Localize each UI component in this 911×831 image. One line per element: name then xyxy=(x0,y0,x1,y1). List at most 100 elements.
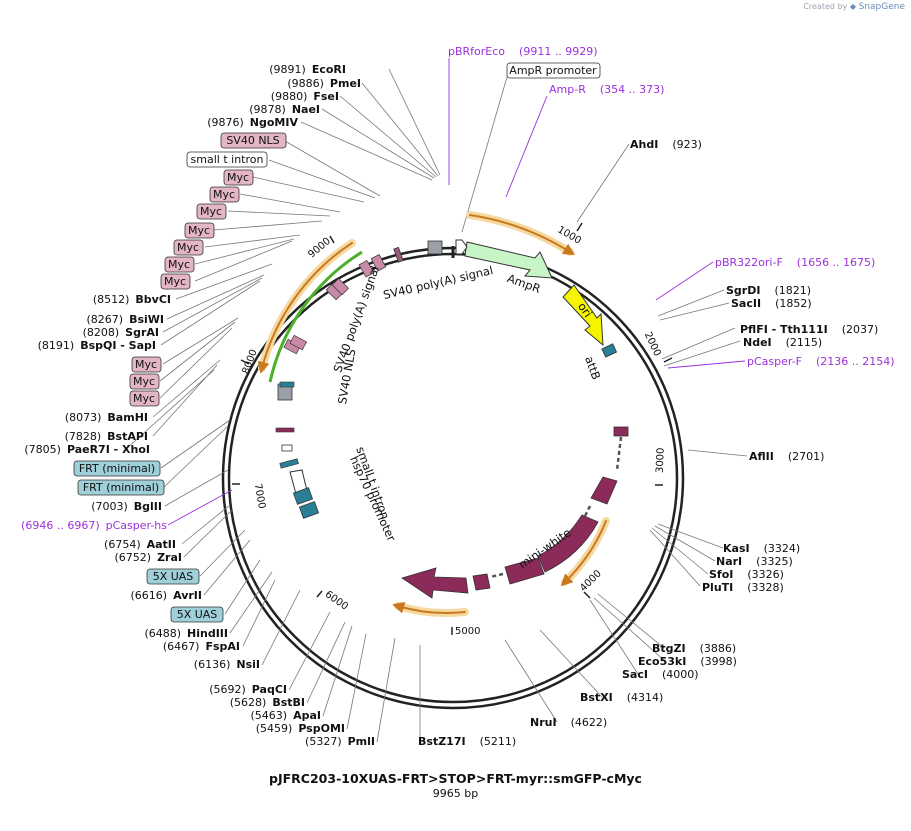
site-label: (9891)EcoRI xyxy=(269,63,346,76)
orf-arrows xyxy=(257,211,610,618)
box-myc: Myc xyxy=(223,169,254,186)
tick-label-6000: 6000 xyxy=(323,589,350,613)
ori-feature xyxy=(562,284,604,347)
feature-boxes: AmpR promoter SV40 NLS small t intron My… xyxy=(73,62,601,623)
site-label: (8191)BspQI - SapI xyxy=(38,339,156,352)
svg-text:Myc: Myc xyxy=(200,205,222,218)
box-small-t-intron: small t intron xyxy=(186,151,268,168)
site-label: (6488)HindIII xyxy=(144,627,228,640)
site-label: SacII(1852) xyxy=(731,297,812,310)
svg-text:Myc: Myc xyxy=(164,275,186,288)
site-label: (7805)PaeR7I - XhoI xyxy=(24,443,150,456)
box-frt-minimal: FRT (minimal) xyxy=(73,460,161,477)
primer-leaders xyxy=(167,58,746,526)
primer-pcasper-hs: (6946 .. 6967)pCasper-hs xyxy=(21,519,167,532)
leader-lines xyxy=(125,68,748,743)
tick-label-7000: 7000 xyxy=(252,483,267,510)
site-label: KasI(3324) xyxy=(723,542,800,555)
box-sv40-nls: SV40 NLS xyxy=(220,132,287,149)
site-label: (6136)NsiI xyxy=(194,658,260,671)
credit-brand: SnapGene xyxy=(858,2,905,12)
sv40-polya-top xyxy=(427,240,443,255)
site-label: (7003)BglII xyxy=(91,500,162,513)
ticks xyxy=(232,222,673,635)
plasmid-title: pJFRC203-10XUAS-FRT>STOP>FRT-myr::smGFP-… xyxy=(269,771,642,786)
tick-label-3000: 3000 xyxy=(655,447,667,473)
snapgene-logo-icon: ◆ xyxy=(849,2,857,11)
primer-pbrforeco: pBRforEco(9911 .. 9929) xyxy=(448,45,598,58)
site-label: (5463)ApaI xyxy=(251,709,321,722)
box-myc: Myc xyxy=(184,222,215,239)
site-label: (8208)SgrAI xyxy=(83,326,159,339)
site-label: (8512)BbvCI xyxy=(93,293,171,306)
svg-text:FRT (minimal): FRT (minimal) xyxy=(83,481,159,494)
site-label: Eco53kI(3998) xyxy=(638,655,737,668)
label-attb: attB xyxy=(582,354,603,381)
site-label: PluTI(3328) xyxy=(702,581,784,594)
site-label: PflFI - Tth111I(2037) xyxy=(740,323,878,336)
box-myc: Myc xyxy=(173,239,204,256)
restriction-site-labels: (9891)EcoRI (9886)PmeI (9880)FseI (9878)… xyxy=(24,63,878,748)
site-label: (8073)BamHI xyxy=(65,411,148,424)
mini-white-feature xyxy=(401,426,629,599)
primer-pbr322ori-f: pBR322ori-F(1656 .. 1675) xyxy=(715,256,875,269)
tick-label-4000: 4000 xyxy=(578,568,604,594)
site-label: (5628)BstBI xyxy=(230,696,305,709)
svg-text:small t intron: small t intron xyxy=(191,153,264,166)
credit: Created by ◆ SnapGene xyxy=(803,2,905,12)
site-label: BstZ17I(5211) xyxy=(418,735,516,748)
svg-text:Myc: Myc xyxy=(188,224,210,237)
site-label: SgrDI(1821) xyxy=(726,284,811,297)
site-label: (6467)FspAI xyxy=(163,640,240,653)
site-label: (5459)PspOMI xyxy=(256,722,345,735)
svg-text:FRT (minimal): FRT (minimal) xyxy=(79,462,155,475)
svg-text:Myc: Myc xyxy=(177,241,199,254)
box-myc: Myc xyxy=(160,273,191,290)
site-label: AhdI(923) xyxy=(630,138,702,151)
site-label: (7828)BstAPI xyxy=(65,430,148,443)
box-5x-uas: 5X UAS xyxy=(146,568,200,585)
svg-text:Myc: Myc xyxy=(213,188,235,201)
site-label: (6616)AvrII xyxy=(131,589,202,602)
site-label: (9876)NgoMIV xyxy=(207,116,298,129)
box-myc: Myc xyxy=(129,373,160,390)
box-myc: Myc xyxy=(196,203,227,220)
site-label: (5327)PmlI xyxy=(305,735,375,748)
svg-text:Myc: Myc xyxy=(135,358,157,371)
site-label: (9880)FseI xyxy=(271,90,339,103)
box-ampr-promoter: AmpR promoter xyxy=(506,62,601,79)
site-label: SfoI(3326) xyxy=(709,568,784,581)
site-label: NarI(3325) xyxy=(716,555,793,568)
svg-text:5X UAS: 5X UAS xyxy=(153,570,194,583)
site-label: (6754)AatII xyxy=(104,538,176,551)
svg-text:SV40 NLS: SV40 NLS xyxy=(226,134,279,147)
credit-prefix: Created by xyxy=(803,2,848,11)
site-label: (6752)ZraI xyxy=(115,551,183,564)
frt-ampr-small xyxy=(279,381,295,388)
primer-pcasper-f: pCasper-F(2136 .. 2154) xyxy=(747,355,895,368)
svg-text:Myc: Myc xyxy=(133,375,155,388)
uas-box-2 xyxy=(298,501,320,519)
svg-text:Myc: Myc xyxy=(227,171,249,184)
myc-cluster-top xyxy=(283,253,387,355)
svg-text:AmpR promoter: AmpR promoter xyxy=(509,64,597,77)
site-label: BtgZI(3886) xyxy=(652,642,736,655)
site-label: NdeI(2115) xyxy=(743,336,822,349)
sv40-nls-left xyxy=(275,427,295,433)
box-myc: Myc xyxy=(129,390,160,407)
green-orf-arc xyxy=(268,250,363,383)
ampr-feature xyxy=(464,241,553,279)
ampr-promoter-feature xyxy=(455,239,468,255)
svg-text:Myc: Myc xyxy=(168,258,190,271)
tick-label-2000: 2000 xyxy=(642,330,663,358)
site-label: NruI(4622) xyxy=(530,716,607,729)
frt-left xyxy=(279,458,299,469)
box-5x-uas: 5X UAS xyxy=(170,606,224,623)
site-label: SacI(4000) xyxy=(622,668,699,681)
site-label: (8267)BsiWI xyxy=(86,313,164,326)
box-myc: Myc xyxy=(164,256,195,273)
sv40-nls-top xyxy=(393,246,404,263)
svg-text:5X UAS: 5X UAS xyxy=(177,608,218,621)
intron-marker xyxy=(281,444,293,452)
